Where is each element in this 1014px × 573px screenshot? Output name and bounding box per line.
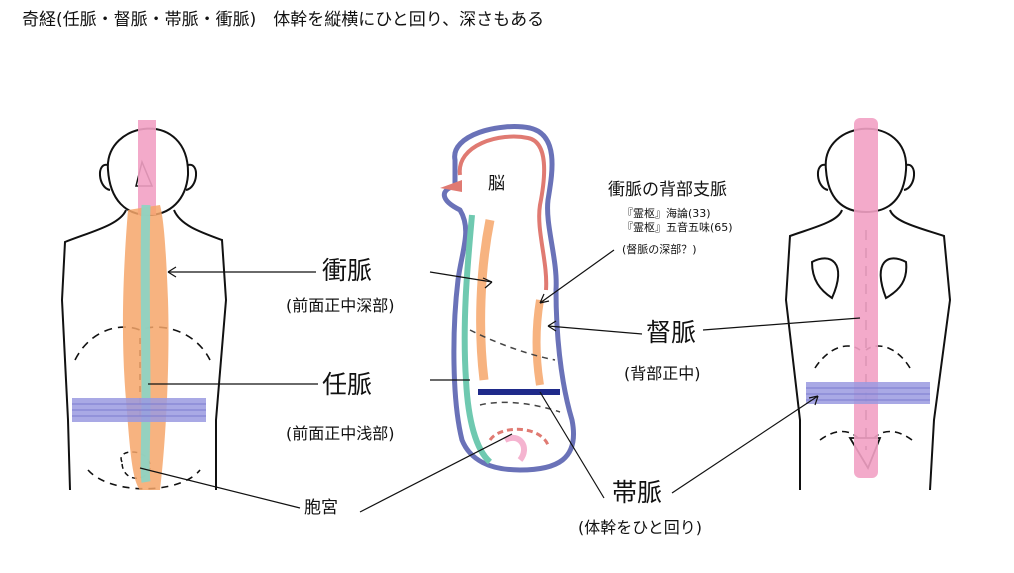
ren-label: 任脈 [322, 370, 373, 399]
back-channels [806, 118, 930, 478]
uterus-label: 胞宮 [304, 498, 338, 518]
dai-sub-label: (体幹をひと回り) [578, 518, 703, 537]
chong-sub-label: (前面正中深部) [286, 296, 395, 315]
leader-lines [139, 249, 861, 513]
chong-deep-note: (督脈の深部？) [622, 243, 697, 256]
du-head-stripe [138, 120, 156, 215]
du-back-stripe [854, 118, 878, 478]
du-label: 督脈 [646, 318, 697, 347]
dai-back-band [806, 382, 930, 404]
front-figure [60, 127, 228, 491]
front-channels [72, 120, 206, 490]
dai-label: 帯脈 [612, 478, 663, 507]
ren-sub-label: (前面正中浅部) [286, 424, 395, 443]
brain-label: 脳 [488, 174, 505, 194]
reference-1: 『霊枢』海論(33) [622, 207, 711, 220]
chong-label: 衝脈 [322, 256, 373, 285]
page-title: 奇経(任脈・督脈・帯脈・衝脈) 体幹を縦横にひと回り、深さもある [22, 10, 545, 30]
reference-2: 『霊枢』五音五味(65) [622, 221, 733, 234]
du-sub-label: (背部正中) [624, 364, 701, 383]
ren-front-line [140, 204, 151, 483]
side-figure [440, 124, 576, 473]
chong-back-branch-label: 衝脈の背部支脈 [608, 180, 727, 200]
